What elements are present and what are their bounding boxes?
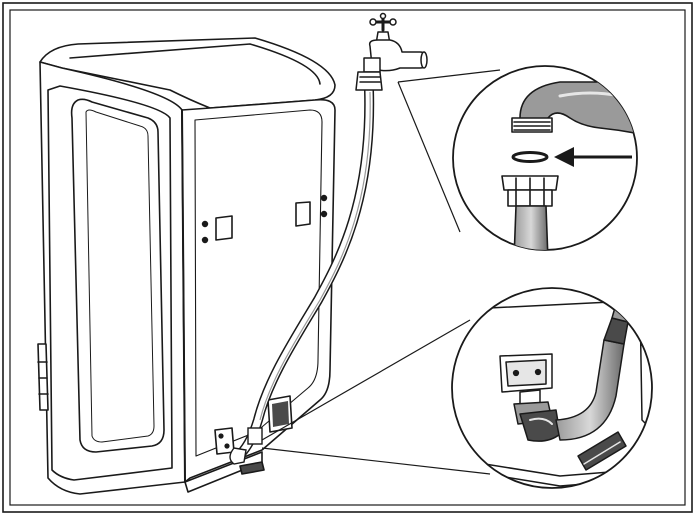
inner-frame <box>9 9 686 506</box>
inlet-hose-icon <box>229 85 375 465</box>
washer-icon <box>37 37 336 495</box>
callout-lines-bottom <box>261 319 491 475</box>
callout-lines-top <box>397 69 501 233</box>
arrow-left-icon <box>554 147 632 167</box>
detail-circle-inlet <box>451 287 653 489</box>
faucet-icon <box>355 12 428 91</box>
sealing-ring-icon <box>511 151 549 163</box>
